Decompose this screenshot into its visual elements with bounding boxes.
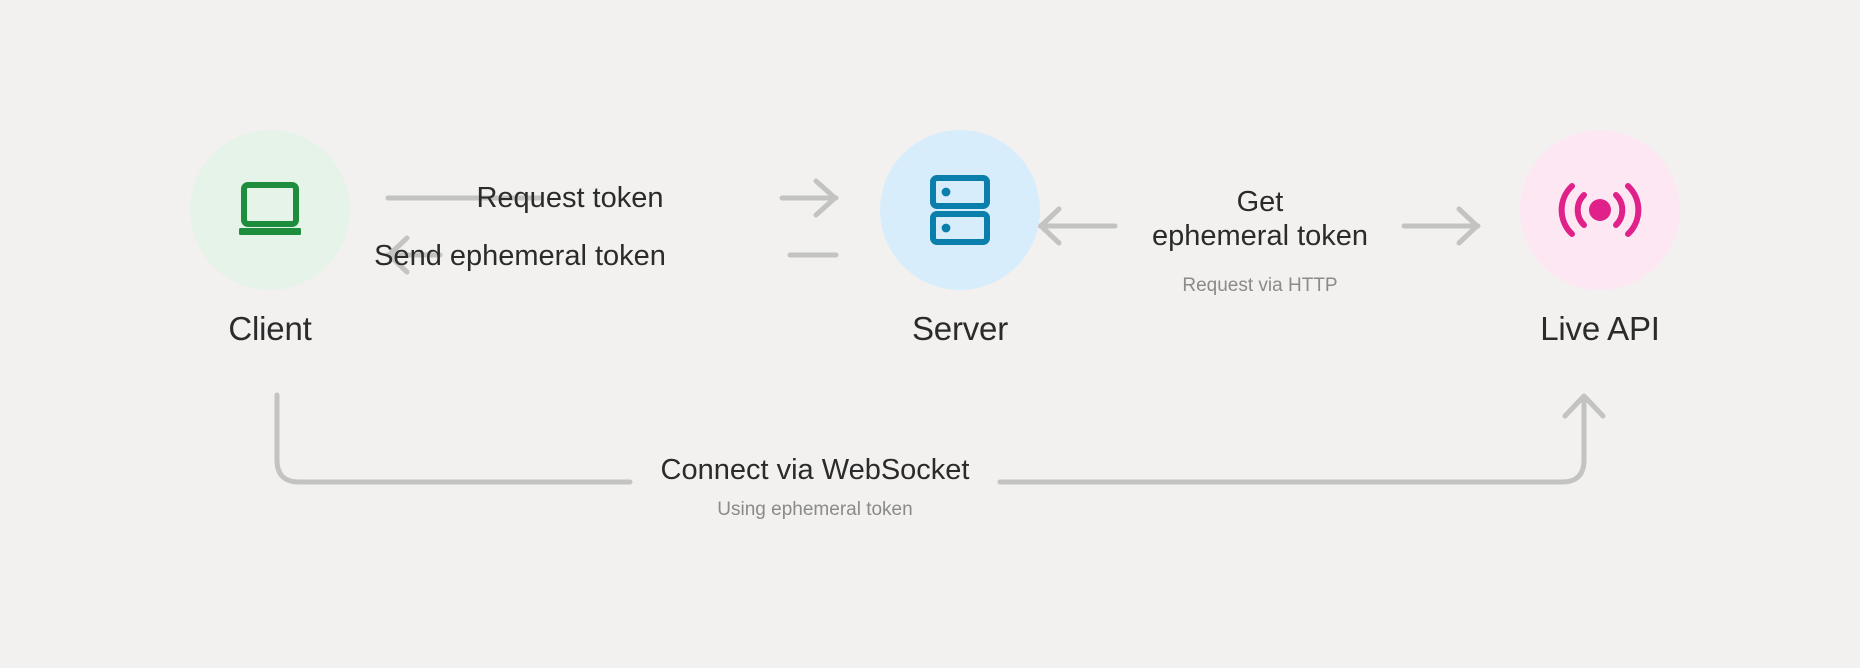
edge-sublabel-using-ephemeral-token: Using ephemeral token	[717, 499, 913, 520]
edge-label-send-ephemeral-token: Send ephemeral token	[374, 240, 666, 272]
node-server-label: Server	[912, 310, 1008, 347]
edge-sublabel-request-via-http: Request via HTTP	[1182, 275, 1338, 296]
edge-label-get-ephemeral-token: Get ephemeral token	[1135, 186, 1385, 253]
node-client-circle	[190, 130, 350, 290]
websocket-arrow-head	[1562, 393, 1606, 419]
websocket-path-right	[997, 394, 1587, 485]
get-token-right-arrow-head	[1456, 206, 1480, 246]
node-liveapi[interactable]: Live API	[1500, 130, 1700, 345]
websocket-path-left	[274, 392, 633, 485]
server-rack-icon	[930, 175, 990, 245]
request-token-arrow-head	[813, 178, 838, 218]
node-liveapi-circle	[1520, 130, 1680, 290]
node-client-label: Client	[228, 310, 312, 347]
edge-label-get-token-line2: ephemeral token	[1151, 219, 1369, 252]
broadcast-signal-icon	[1558, 183, 1642, 237]
laptop-icon	[239, 182, 301, 235]
node-client[interactable]: Client	[170, 130, 370, 345]
edge-get-token-right-arrow	[1401, 206, 1481, 246]
edge-label-get-token-line1: Get	[1236, 186, 1284, 218]
edge-label-connect-websocket: Connect via WebSocket	[660, 454, 970, 486]
edge-label-request-token: Request token	[476, 182, 664, 214]
node-server-circle	[880, 130, 1040, 290]
node-server[interactable]: Server	[860, 130, 1060, 345]
node-liveapi-label: Live API	[1540, 310, 1660, 347]
